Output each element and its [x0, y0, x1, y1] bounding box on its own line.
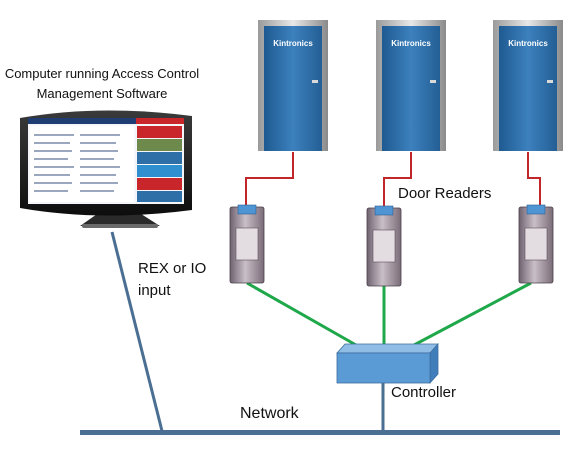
door-reader-2 [366, 205, 402, 287]
computer-monitor [20, 110, 192, 228]
door-reader-1 [229, 204, 265, 284]
rex-io-label-line-2: input [138, 282, 171, 299]
controller-box [336, 342, 439, 385]
door-reader-link-3 [527, 152, 541, 207]
computer-caption: Computer running Access Control Manageme… [4, 64, 200, 104]
door-3: Kintronics [493, 20, 563, 151]
controller-label: Controller [391, 384, 457, 401]
network-line [80, 430, 560, 435]
door-1: Kintronics [258, 20, 328, 151]
network-label: Network [240, 405, 299, 422]
computer-caption-line-2: Management Software [36, 86, 168, 101]
reader-controller-link-3 [413, 281, 532, 347]
door-reader-links [245, 152, 541, 207]
monitor-screen [28, 118, 184, 204]
door-2: Kintronics [376, 20, 446, 151]
computer-network-link [110, 231, 164, 432]
rex-io-label: REX or IO input [138, 258, 206, 302]
door-readers-label: Door Readers [398, 185, 492, 202]
door-1-brand: Kintronics [273, 39, 313, 48]
door-3-brand: Kintronics [508, 39, 548, 48]
door-reader-link-1 [245, 152, 294, 207]
rex-io-label-line-1: REX or IO [138, 260, 207, 277]
computer-caption-line-1: Computer running Access Control [4, 66, 200, 81]
door-2-brand: Kintronics [391, 39, 431, 48]
reader-controller-links [246, 281, 532, 347]
door-reader-link-2 [383, 152, 412, 207]
reader-controller-link-1 [246, 281, 357, 347]
door-reader-3 [518, 204, 554, 284]
